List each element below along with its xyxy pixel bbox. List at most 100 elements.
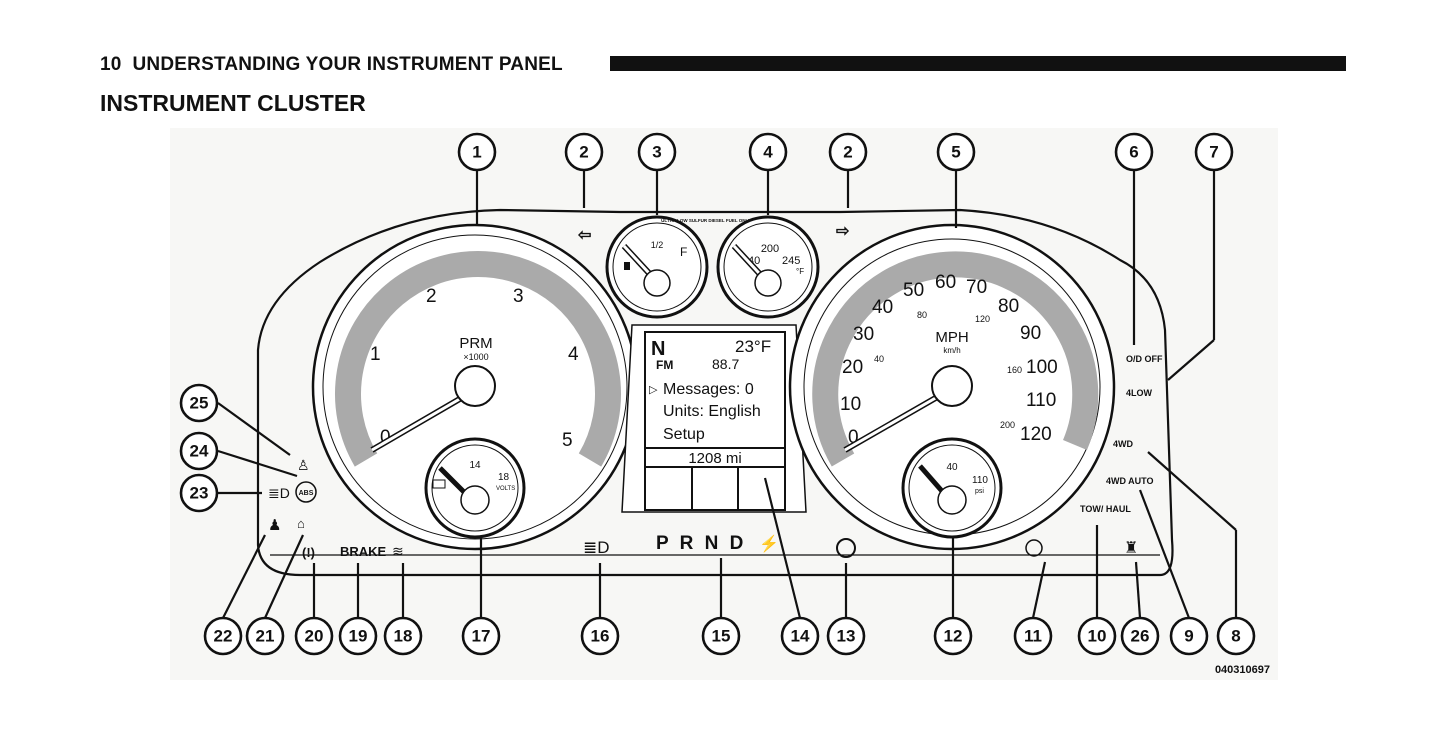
svg-text:14: 14 bbox=[791, 627, 810, 646]
callout-9: 9 bbox=[1169, 616, 1209, 656]
mph-tick: 0 bbox=[848, 427, 859, 448]
svg-text:6: 6 bbox=[1129, 143, 1138, 162]
svg-text:15: 15 bbox=[712, 627, 731, 646]
svg-text:7: 7 bbox=[1209, 143, 1218, 162]
volt-unit: VOLTS bbox=[496, 486, 515, 492]
callout-4: 4 bbox=[748, 132, 788, 172]
callout-26: 26 bbox=[1120, 616, 1160, 656]
temp-unit: °F bbox=[796, 267, 804, 276]
page-title: INSTRUMENT CLUSTER bbox=[100, 90, 366, 116]
callout-16: 16 bbox=[580, 616, 620, 656]
mph-tick: 70 bbox=[966, 277, 987, 298]
mph-tick: 60 bbox=[935, 272, 956, 293]
kmh-tick: 120 bbox=[975, 314, 990, 324]
tach-tick-1: 1 bbox=[370, 344, 381, 365]
display-menu-setup: Setup bbox=[663, 426, 705, 443]
tach-tick-5: 5 bbox=[562, 430, 573, 451]
callout-18: 18 bbox=[383, 616, 423, 656]
svg-text:1: 1 bbox=[472, 143, 481, 162]
callout-22: 22 bbox=[203, 616, 243, 656]
svg-text:13: 13 bbox=[837, 627, 856, 646]
svg-text:24: 24 bbox=[190, 442, 209, 461]
speedo-subunit: km/h bbox=[943, 346, 960, 355]
od-off-indicator: O/D OFF bbox=[1126, 354, 1163, 364]
svg-text:10: 10 bbox=[1088, 627, 1107, 646]
callout-3: 3 bbox=[637, 132, 677, 172]
brake-warning-indicator: BRAKE bbox=[340, 544, 387, 559]
oil-pressure-gauge: 40 110 psi bbox=[901, 437, 1003, 539]
svg-text:8: 8 bbox=[1231, 627, 1240, 646]
leader-lines bbox=[217, 170, 1238, 619]
tachometer: 0 1 2 3 4 5 PRM ×1000 bbox=[311, 223, 639, 551]
svg-text:23: 23 bbox=[190, 484, 209, 503]
header-rule bbox=[610, 56, 1346, 71]
svg-text:20: 20 bbox=[305, 627, 324, 646]
svg-text:18: 18 bbox=[394, 627, 413, 646]
electronic-throttle-icon bbox=[1025, 539, 1043, 557]
tach-tick-2: 2 bbox=[426, 286, 437, 307]
airbag-icon: ♟ bbox=[268, 517, 281, 534]
page-header: 10 UNDERSTANDING YOUR INSTRUMENT PANEL bbox=[100, 54, 563, 76]
mph-tick: 40 bbox=[872, 297, 893, 318]
kmh-tick: 80 bbox=[917, 310, 927, 320]
diesel-fuel-note: ULTRA LOW SULFUR DIESEL FUEL ONLY bbox=[661, 218, 751, 223]
speedometer: 0 10 20 30 40 50 60 70 80 90 100 110 120… bbox=[788, 223, 1116, 551]
section-title: UNDERSTANDING YOUR INSTRUMENT PANEL bbox=[132, 54, 563, 75]
kmh-tick: 160 bbox=[1007, 365, 1022, 375]
callout-20: 20 bbox=[294, 616, 334, 656]
temp-mid: 200 bbox=[761, 243, 779, 255]
coolant-temp-gauge: 200 40 245 °F bbox=[716, 215, 820, 319]
display-menu-messages: Messages: 0 bbox=[663, 381, 754, 398]
tach-multiplier: ×1000 bbox=[463, 352, 488, 362]
tach-tick-3: 3 bbox=[513, 286, 524, 307]
display-odometer: 1208 mi bbox=[688, 450, 741, 467]
callout-19: 19 bbox=[338, 616, 378, 656]
callout-21: 21 bbox=[245, 616, 285, 656]
headlight-icon: ≣D bbox=[583, 538, 610, 557]
abs-icon bbox=[295, 481, 317, 503]
svg-text:26: 26 bbox=[1131, 627, 1150, 646]
mph-tick: 110 bbox=[1026, 390, 1056, 411]
callout-12: 12 bbox=[933, 616, 973, 656]
callout-10: 10 bbox=[1077, 616, 1117, 656]
svg-text:22: 22 bbox=[214, 627, 233, 646]
mph-tick: 20 bbox=[842, 357, 863, 378]
traction-control-icon: ♜ bbox=[1124, 540, 1138, 557]
fuel-pump-icon bbox=[624, 262, 630, 270]
mph-tick: 100 bbox=[1026, 357, 1058, 378]
mph-tick: 50 bbox=[903, 280, 924, 301]
callout-5: 5 bbox=[936, 132, 976, 172]
svg-text:16: 16 bbox=[591, 627, 610, 646]
mph-tick: 80 bbox=[998, 296, 1019, 317]
speedo-unit: MPH bbox=[935, 329, 968, 346]
callout-14: 14 bbox=[780, 616, 820, 656]
turn-signal-left-icon: ⇦ bbox=[577, 227, 591, 244]
info-display: N 23°F FM 88.7 ▷ Messages: 0 Units: Engl… bbox=[621, 324, 807, 513]
display-gear: N bbox=[651, 338, 665, 360]
svg-text:25: 25 bbox=[190, 394, 209, 413]
svg-text:2: 2 bbox=[579, 143, 588, 162]
svg-text:5: 5 bbox=[951, 143, 960, 162]
temp-high: 245 bbox=[782, 255, 800, 267]
oil-high: 110 bbox=[972, 475, 988, 486]
volt-mid: 14 bbox=[469, 460, 481, 471]
svg-text:21: 21 bbox=[256, 627, 275, 646]
seatbelt-icon: ♙ bbox=[297, 457, 310, 473]
tach-unit: PRM bbox=[459, 335, 492, 352]
callout-1: 1 bbox=[457, 132, 497, 172]
cluster-outline bbox=[256, 208, 1174, 577]
callout-8: 8 bbox=[1216, 616, 1256, 656]
display-radio-freq: 88.7 bbox=[712, 356, 739, 372]
tow-haul-indicator: TOW/ HAUL bbox=[1080, 504, 1131, 514]
tach-tick-4: 4 bbox=[568, 344, 579, 365]
display-menu-units: Units: English bbox=[663, 403, 761, 420]
kmh-tick: 40 bbox=[874, 354, 884, 364]
mph-tick: 90 bbox=[1020, 323, 1041, 344]
kmh-tick: 200 bbox=[1000, 420, 1015, 430]
shift-indicator-icon: ⚡ bbox=[759, 534, 779, 553]
callout-2-left: 2 bbox=[564, 132, 604, 172]
menu-pointer-icon: ▷ bbox=[649, 384, 658, 396]
oil-unit: psi bbox=[975, 488, 984, 495]
display-outside-temp: 23°F bbox=[735, 337, 771, 356]
volt-high: 18 bbox=[498, 472, 510, 483]
